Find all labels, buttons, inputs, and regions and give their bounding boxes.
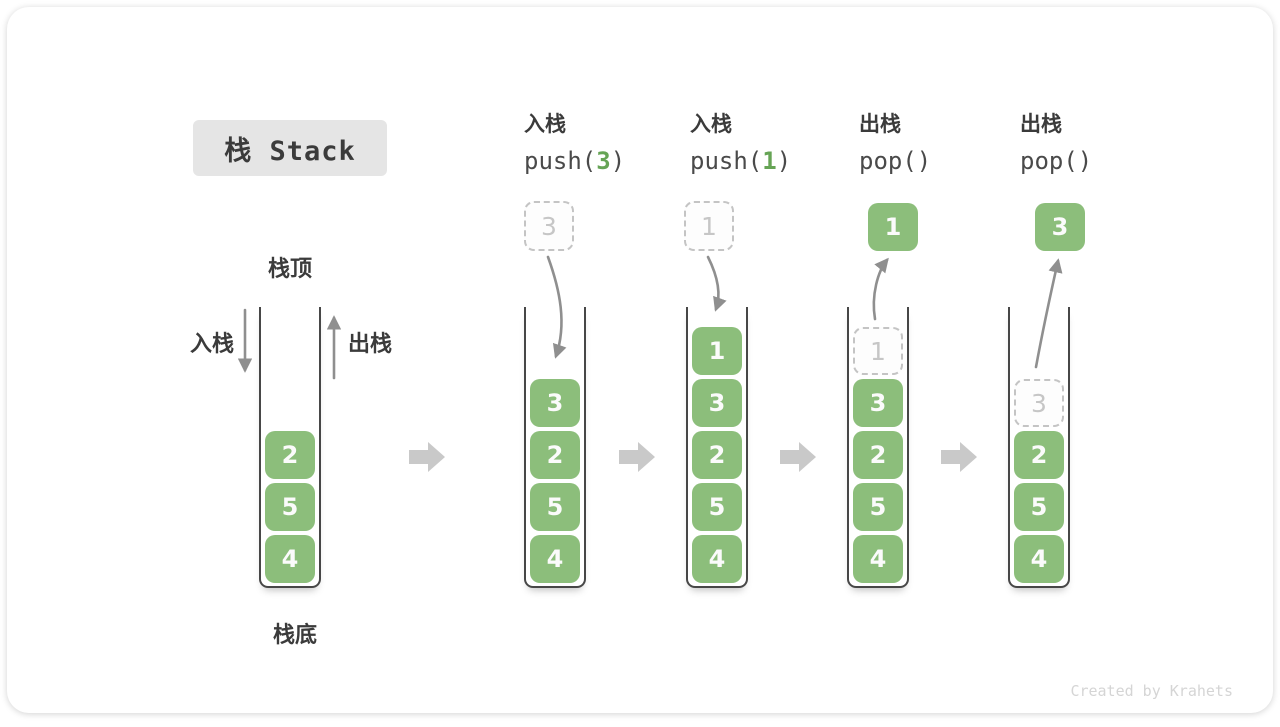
stack-item: 2 xyxy=(265,431,315,479)
stack-item: 4 xyxy=(692,535,742,583)
op-code: push(1) xyxy=(690,147,791,175)
right-block-arrow-icon xyxy=(409,442,445,472)
stack-item: 2 xyxy=(530,431,580,479)
popped-box-3: 3 xyxy=(1035,203,1085,251)
ghost-box-incoming-1: 1 xyxy=(684,201,734,251)
code-text: ) xyxy=(1077,147,1093,175)
stack-item: 5 xyxy=(265,483,315,531)
stack-item: 2 xyxy=(692,431,742,479)
stack-item: 1 xyxy=(692,327,742,375)
stack-item: 4 xyxy=(1014,535,1064,583)
stack-item: 3 xyxy=(853,379,903,427)
stack-item: 4 xyxy=(265,535,315,583)
code-arg: 3 xyxy=(596,147,611,175)
code-text: push( xyxy=(690,147,763,175)
op-label-push-1: 入栈 push(1) xyxy=(690,111,791,175)
label-stack-top: 栈顶 xyxy=(267,257,312,282)
stack-item: 5 xyxy=(853,483,903,531)
right-block-arrow-icon xyxy=(780,442,816,472)
code-text: ) xyxy=(916,147,932,175)
watermark: Created by Krahets xyxy=(1070,682,1233,700)
stack-item-ghost: 3 xyxy=(1014,379,1064,427)
op-label-zh: 出栈 xyxy=(1020,112,1062,136)
code-arg: 1 xyxy=(762,147,777,175)
stack-item: 5 xyxy=(1014,483,1064,531)
page-title: 栈 Stack xyxy=(224,135,356,167)
op-code: push(3) xyxy=(524,147,625,175)
right-block-arrow-icon xyxy=(941,442,977,472)
label-stack-bottom: 栈底 xyxy=(272,623,317,648)
stack-item: 5 xyxy=(692,483,742,531)
right-block-arrow-icon xyxy=(619,442,655,472)
label-pop-side: 出栈 xyxy=(348,332,393,357)
code-text: push( xyxy=(524,147,597,175)
code-text: pop( xyxy=(859,147,917,175)
code-text: ) xyxy=(776,147,792,175)
op-code: pop() xyxy=(859,147,931,175)
code-text: pop( xyxy=(1020,147,1078,175)
stack-item: 2 xyxy=(853,431,903,479)
op-label-pop-2: 出栈 pop() xyxy=(1020,111,1092,175)
stack-item-ghost: 1 xyxy=(853,327,903,375)
ghost-box-incoming-3: 3 xyxy=(524,201,574,251)
stack-item: 4 xyxy=(530,535,580,583)
op-code: pop() xyxy=(1020,147,1092,175)
curved-push-arrow-icon xyxy=(706,255,727,312)
label-push-side: 入栈 xyxy=(189,332,234,357)
figure-card: 栈 Stack 入栈 push(3) 入栈 push(1) 出栈 pop() 出… xyxy=(7,7,1273,713)
stack-item: 2 xyxy=(1014,431,1064,479)
code-text: ) xyxy=(610,147,626,175)
stack-item: 5 xyxy=(530,483,580,531)
op-label-push-3: 入栈 push(3) xyxy=(524,111,625,175)
op-label-zh: 出栈 xyxy=(859,112,901,136)
op-label-zh: 入栈 xyxy=(690,112,732,136)
stack-item: 3 xyxy=(692,379,742,427)
op-label-zh: 入栈 xyxy=(524,112,566,136)
stack-item: 3 xyxy=(530,379,580,427)
stack-item: 4 xyxy=(853,535,903,583)
op-label-pop-1: 出栈 pop() xyxy=(859,111,931,175)
title-box: 栈 Stack xyxy=(193,120,387,176)
popped-box-1: 1 xyxy=(868,203,918,251)
